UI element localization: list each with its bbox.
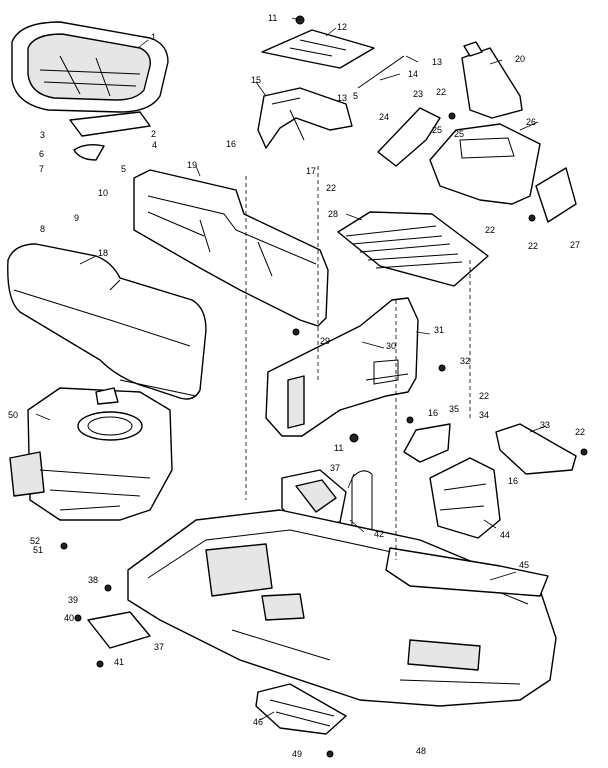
callout-13: 13 [337,93,347,103]
callout-10: 10 [98,188,108,198]
callout-32: 32 [460,356,470,366]
callout-27: 27 [570,240,580,250]
callout-5: 5 [353,91,358,101]
callout-20: 20 [515,54,525,64]
callout-33: 33 [540,420,550,430]
callout-13: 13 [432,57,442,67]
callout-1: 1 [151,32,156,42]
steering-bracket [257,87,353,149]
callout-29: 29 [320,336,330,346]
grille [133,169,329,327]
seat [11,21,169,113]
hitch-bracket [87,611,151,649]
callout-25: 25 [432,125,442,135]
callout-12: 12 [337,22,347,32]
callout-41: 41 [114,657,124,667]
callout-11: 11 [268,13,277,23]
bolt [580,448,588,456]
callout-15: 15 [251,75,261,85]
footrest-grate [337,211,489,287]
center-bracket [403,423,451,463]
callout-16: 16 [428,408,438,418]
bolt [448,112,456,120]
bolt [74,614,82,622]
callout-52: 52 [30,536,40,546]
nut [292,328,300,336]
leader-lines [35,17,547,721]
callout-6: 6 [39,149,44,159]
callout-22: 22 [479,391,489,401]
callout-7: 7 [39,164,44,174]
mount-bracket [495,423,577,475]
callout-22: 22 [485,225,495,235]
frame-plate [385,547,549,597]
callout-30: 30 [386,341,396,351]
bolt [438,364,446,372]
callout-5: 5 [121,164,126,174]
frame [127,509,557,707]
callout-16: 16 [226,139,236,149]
callout-49: 49 [292,749,302,759]
callout-4: 4 [152,140,157,150]
callout-34: 34 [479,410,489,420]
callout-2: 2 [151,129,156,139]
callout-39: 39 [68,595,78,605]
callout-9: 9 [74,213,79,223]
callout-24: 24 [379,112,389,122]
callout-22: 22 [436,87,446,97]
callout-40: 40 [64,613,74,623]
callout-35: 35 [449,404,459,414]
fender-pan [377,107,441,167]
bolt [96,660,104,668]
pedal-bracket [429,457,501,539]
side-panel [535,167,577,223]
seat-bracket [69,111,151,161]
callout-labels: 1 2 3 4 5 5 6 7 8 9 10 11 11 12 13 13 14… [8,13,585,759]
callout-31: 31 [434,325,444,335]
callout-42: 42 [374,529,384,539]
callout-16: 16 [508,476,518,486]
callout-23: 23 [413,89,423,99]
steering-shaft [357,55,405,89]
body-cover [429,123,541,205]
engine [9,387,173,521]
nut [60,542,68,550]
nut [104,584,112,592]
foot-plate [255,683,347,735]
callout-45: 45 [519,560,529,570]
callout-22: 22 [326,183,336,193]
bolt [528,214,536,222]
callout-26: 26 [526,117,536,127]
callout-22: 22 [575,427,585,437]
nut [326,750,334,758]
callout-3: 3 [40,130,45,140]
callout-46: 46 [253,717,263,727]
callout-17: 17 [306,166,316,176]
callout-50: 50 [8,410,18,420]
bolt [406,416,414,424]
callout-44: 44 [500,530,510,540]
fuel-tank [461,41,523,119]
dash-panel [265,297,419,437]
callout-22: 22 [528,241,538,251]
callout-28: 28 [328,209,338,219]
callout-14: 14 [408,69,418,79]
callout-8: 8 [40,224,45,234]
callout-37: 37 [330,463,340,473]
callout-37: 37 [154,642,164,652]
nut [349,433,359,443]
callout-18: 18 [98,248,108,258]
callout-25: 25 [454,129,464,139]
callout-19: 19 [187,160,197,170]
callout-48: 48 [416,746,426,756]
callout-51: 51 [33,545,43,555]
hood [7,243,207,400]
callout-38: 38 [88,575,98,585]
callout-11: 11 [334,443,343,453]
steering-plate [261,29,375,69]
